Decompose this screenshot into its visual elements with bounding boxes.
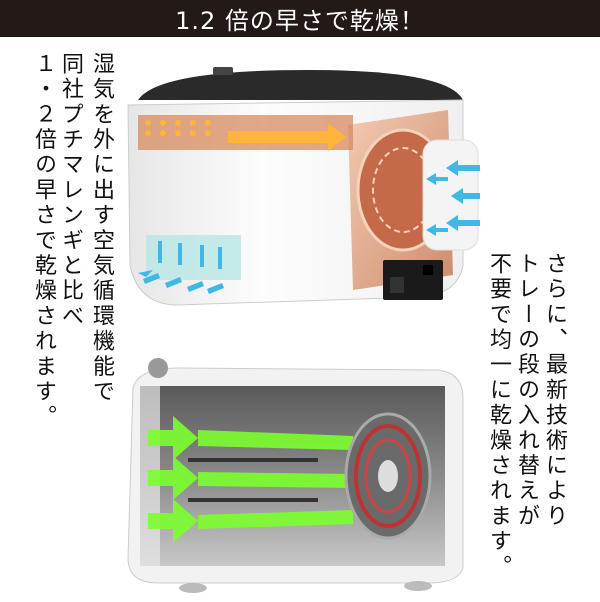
dryer-airflow-image [118, 65, 483, 310]
right-text-col-3: 不要で均一に乾燥されます。 [486, 252, 511, 580]
headline-title: 1.2 倍の早さで乾燥！ [175, 6, 425, 35]
left-text-col-1: 湿気を外に出す空気循環機能で [89, 52, 114, 405]
right-text-col-1: さらに、最新技術により [542, 252, 567, 530]
dryer-tray-airflow-image [118, 358, 468, 598]
headline-banner: 1.2 倍の早さで乾燥！ [0, 0, 600, 37]
left-text-col-3: １・２倍の早さで乾燥されます。 [31, 52, 56, 430]
right-text-col-2: トレーの段の入れ替えが [514, 252, 539, 530]
left-text-col-2: 同社プチマレンギと比べ [58, 52, 83, 330]
